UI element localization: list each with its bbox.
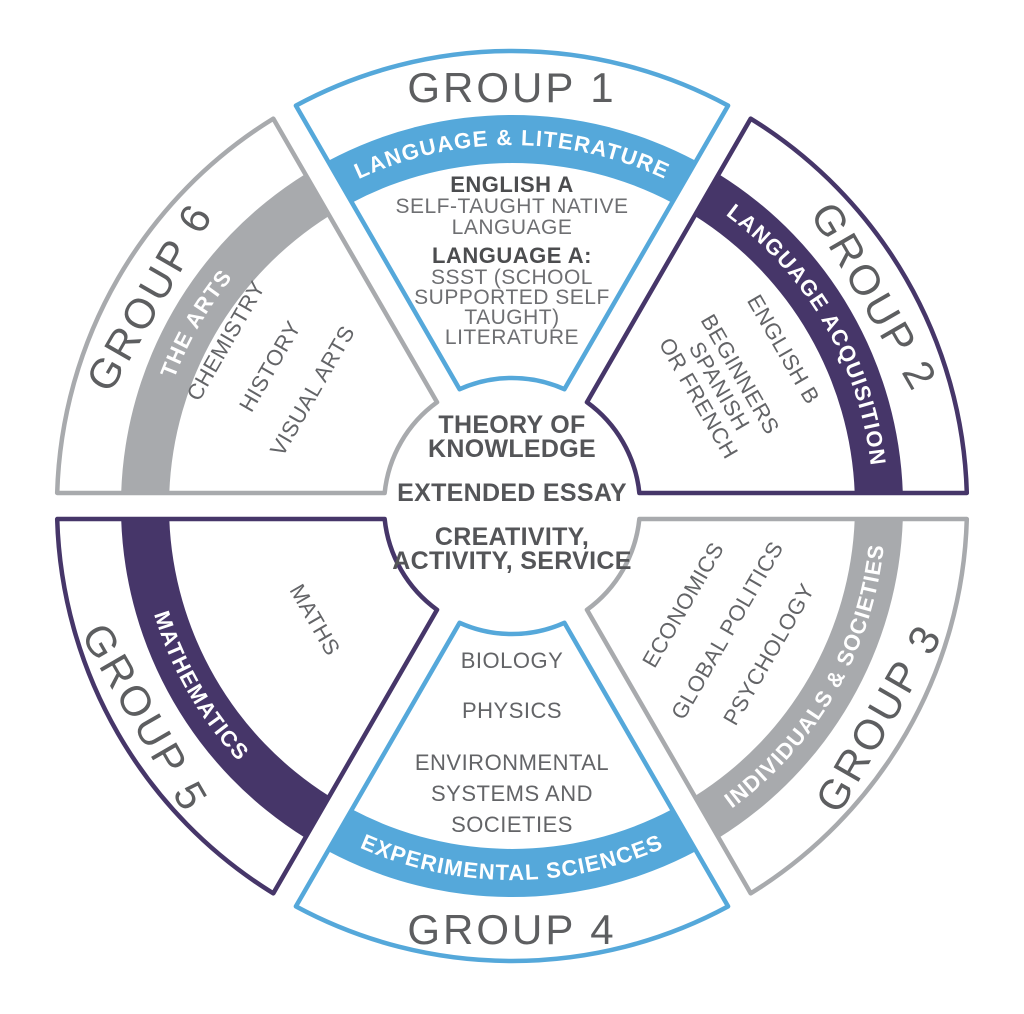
core-line: CREATIVITY, <box>435 523 589 551</box>
group-1-subject-line: SSST (SCHOOL <box>431 266 593 289</box>
group-5-category-band <box>121 518 330 838</box>
group-4-label: GROUP 4 <box>407 906 616 953</box>
group-1-subject-line: SELF-TAUGHT NATIVE <box>395 195 628 218</box>
group-1-label: GROUP 1 <box>407 64 616 111</box>
group-4-subject-line: PHYSICS <box>462 698 562 723</box>
core-line: EXTENDED ESSAY <box>397 479 627 507</box>
group-1-subject-line: SUPPORTED SELF <box>414 286 610 309</box>
core-text-block: THEORY OF KNOWLEDGE EXTENDED ESSAY CREAT… <box>392 411 631 575</box>
group-6-wedge: GROUP 6 THE ARTS CHEMISTRY HISTORY VISUA… <box>54 116 440 496</box>
group-3-category-band <box>694 518 903 838</box>
core-line: THEORY OF <box>438 411 585 439</box>
group-1-subject-line: LITERATURE <box>445 326 579 349</box>
group-4-category-band <box>327 809 697 898</box>
group-1-subject-line: LANGUAGE <box>452 216 573 239</box>
group-6-category-band <box>121 174 330 494</box>
group-1-subject-line: LANGUAGE A: <box>432 243 592 268</box>
core-line: KNOWLEDGE <box>428 435 596 463</box>
group-4-subject-line: ENVIRONMENTAL <box>415 750 609 775</box>
group-1-subject-line: TAUGHT) <box>464 306 559 329</box>
group-4-subject-line: SOCIETIES <box>451 812 573 837</box>
group-4-wedge: GROUP 4 EXPERIMENTAL SCIENCES BIOLOGY PH… <box>293 620 731 964</box>
group-4-subject-line: SYSTEMS AND <box>431 781 593 806</box>
group-2-category-band <box>694 174 903 494</box>
group-1-wedge: GROUP 1 LANGUAGE & LITERATURE ENGLISH A … <box>293 48 731 392</box>
group-3-wedge: GROUP 3 INDIVIDUALS & SOCIETIES ECONOMIC… <box>584 516 970 896</box>
group-1-category-band <box>327 114 697 203</box>
core-line: ACTIVITY, SERVICE <box>392 547 631 575</box>
group-4-subject-line: BIOLOGY <box>461 648 564 673</box>
group-1-subject-line: ENGLISH A <box>450 172 573 197</box>
